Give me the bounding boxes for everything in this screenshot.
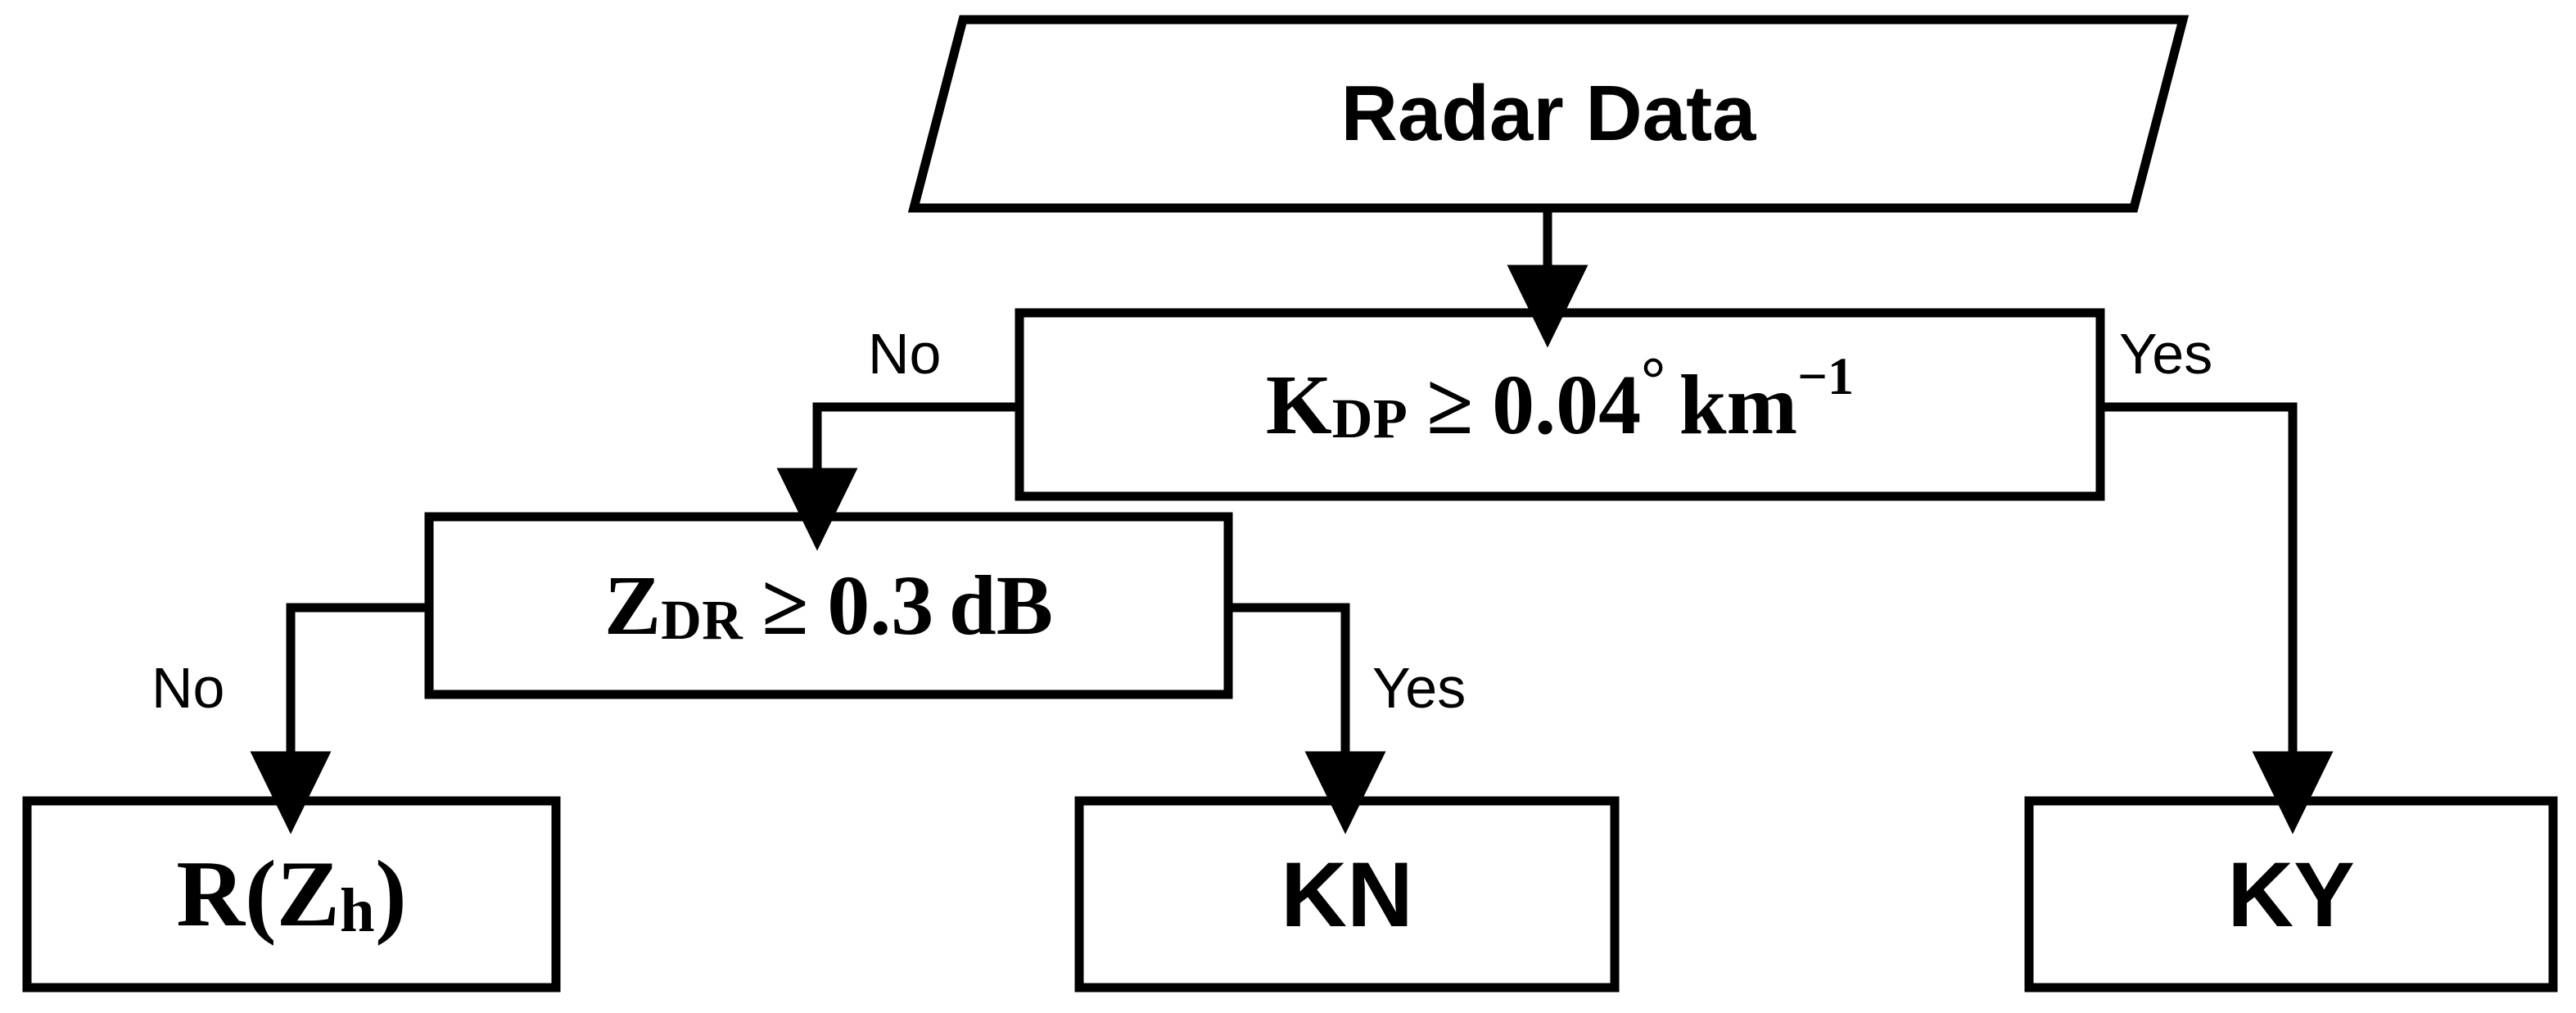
edge-zdr-no-to-rzh — [250, 603, 429, 834]
edge-zdr-yes-to-kn — [1228, 603, 1386, 834]
edge-kdp-yes-to-ky — [2100, 402, 2334, 834]
node-result-rzh-shape[interactable] — [22, 796, 561, 993]
edge-kdp-no-to-zdr — [776, 402, 1019, 551]
node-zdr-condition-shape[interactable] — [424, 512, 1233, 699]
node-result-kn-shape[interactable] — [1074, 796, 1620, 993]
node-radar-data-shape[interactable] — [907, 15, 2190, 213]
node-result-ky-shape[interactable] — [2024, 796, 2558, 993]
node-kdp-condition-shape[interactable] — [1015, 308, 2105, 501]
